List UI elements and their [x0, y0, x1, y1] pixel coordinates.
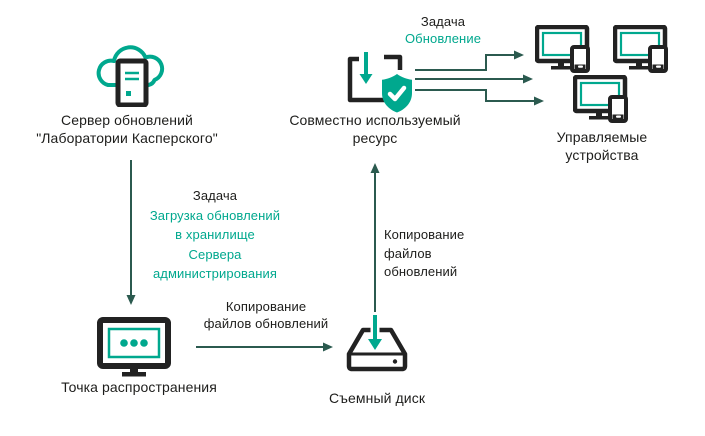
copy-line: обновлений	[384, 264, 458, 279]
task-title: Задача	[420, 14, 466, 29]
device-icon-3	[573, 75, 628, 123]
shield-checkmark	[387, 85, 407, 102]
copy-to-disk-annotation: Копирование файлов обновлений	[196, 299, 336, 332]
task-line: администрирования	[152, 266, 278, 281]
distribution-point-caption: Точка распространения	[29, 379, 249, 397]
copy-line: Копирование	[225, 299, 307, 314]
monitor-stand	[130, 367, 138, 372]
caption-line: ресурс	[352, 129, 398, 146]
task-title: Задача	[192, 188, 238, 203]
caption-line: устройства	[565, 146, 639, 163]
disk-led	[392, 359, 398, 364]
task-subtitle: Обновление	[404, 31, 482, 46]
download-task-annotation: Задача Загрузка обновлений в хранилище С…	[140, 186, 290, 284]
disk-download-arrow-head	[368, 339, 382, 350]
caption-line: "Лаборатории Касперского"	[36, 129, 218, 146]
download-arrow-head	[359, 74, 373, 84]
server-led	[126, 91, 131, 96]
update-task-annotation: Задача Обновление	[383, 13, 503, 47]
arrowhead-device-1-icon	[514, 50, 524, 60]
copy-line: файлов	[384, 245, 432, 261]
monitor-icon	[97, 317, 171, 377]
server-body	[115, 58, 149, 107]
device-icon-1	[535, 25, 590, 73]
tray-corner	[384, 54, 403, 70]
caption-line: Совместно используемый	[289, 112, 461, 128]
caption-line: Сервер обновлений	[61, 112, 193, 128]
arrowhead-down-icon	[126, 295, 136, 305]
copy-line: файлов обновлений	[203, 315, 329, 331]
monitor-base	[122, 372, 146, 377]
managed-devices-caption: Управляемые устройства	[522, 129, 682, 164]
caption-line: Управляемые	[556, 129, 648, 145]
arrow-shared-to-device-1	[415, 54, 515, 71]
arrowhead-device-3-icon	[534, 96, 544, 106]
removable-disk-icon	[346, 315, 408, 372]
task-line: Сервера	[188, 246, 242, 262]
dot-2	[130, 339, 138, 347]
shared-resource-caption: Совместно используемый ресурс	[275, 112, 475, 147]
copy-from-disk-annotation: Копирование файлов обновлений	[384, 226, 494, 282]
update-server-caption: Сервер обновлений "Лаборатории Касперско…	[7, 112, 247, 147]
removable-disk-caption: Съемный диск	[307, 390, 447, 408]
dot-1	[120, 339, 128, 347]
task-line: Загрузка обновлений	[149, 207, 281, 223]
shared-folder-shield-icon	[347, 52, 412, 113]
arrowhead-right-icon	[323, 342, 333, 352]
arrowhead-device-2-icon	[523, 74, 533, 84]
cloud-server-icon	[96, 45, 165, 107]
arrowhead-up-icon	[370, 163, 380, 173]
copy-line: Копирование	[384, 227, 465, 242]
device-icon-2	[613, 25, 668, 73]
caption-line: Точка распространения	[61, 379, 217, 395]
disk-body	[346, 327, 408, 372]
arrow-shared-to-device-3	[415, 89, 535, 102]
caption-line: Съемный диск	[328, 390, 426, 406]
dot-3	[140, 339, 148, 347]
task-line: в хранилище	[175, 227, 255, 242]
